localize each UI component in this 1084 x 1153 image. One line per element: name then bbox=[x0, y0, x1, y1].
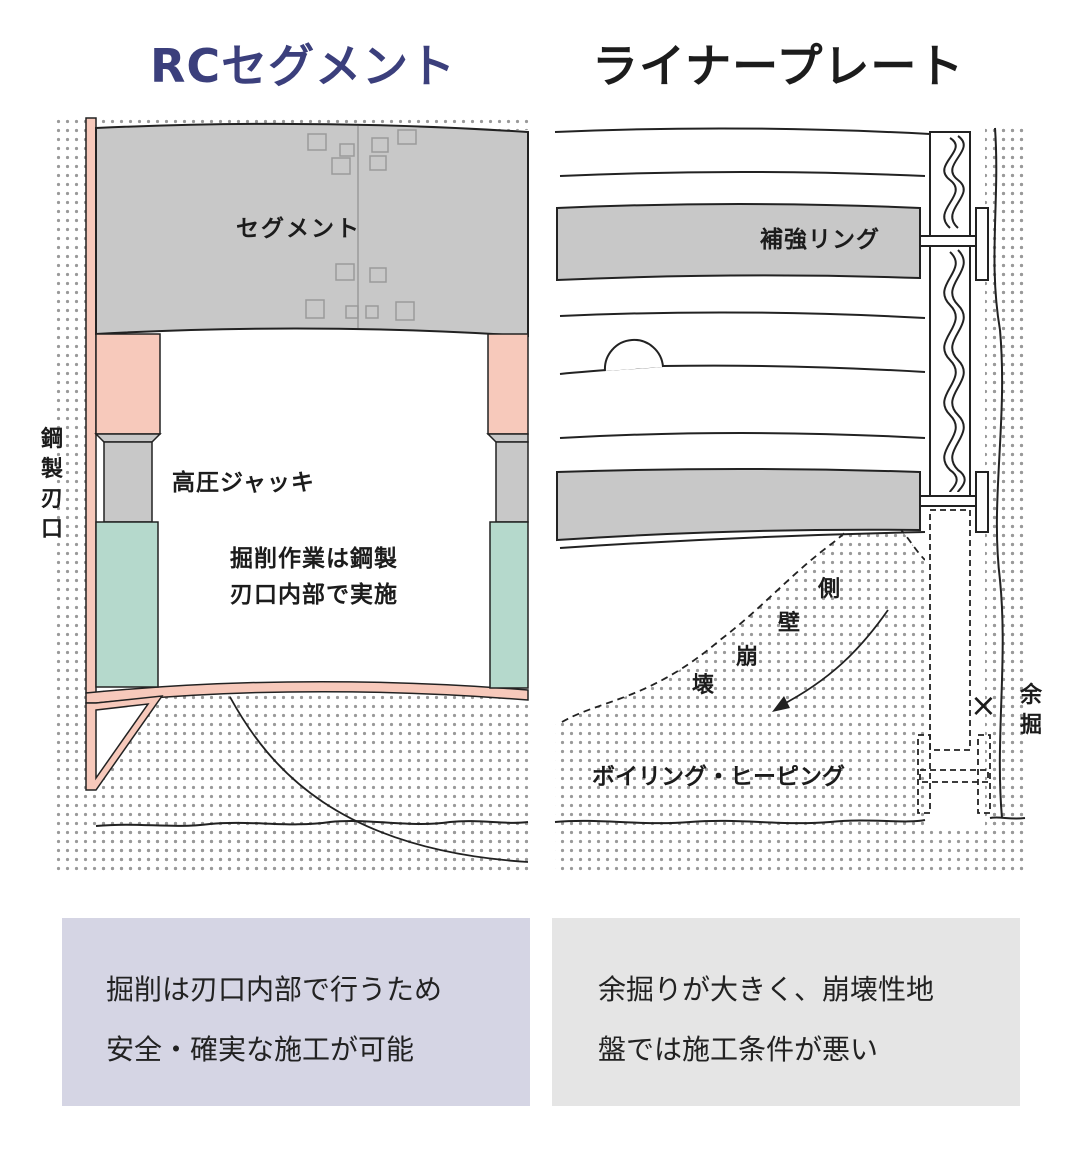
rc-segment-diagram: セグメント 鋼 製 刃 口 高圧ジャッキ 掘削作業は鋼製 刃口内部で実施 bbox=[40, 117, 533, 873]
label-excavation-line1: 掘削作業は鋼製 bbox=[230, 545, 398, 572]
liner-plate-diagram: 補強リング 側 壁 崩 壊 余 掘 × ボイリング・ヒーピング bbox=[554, 127, 1043, 873]
collapse-char: 壁 bbox=[778, 610, 800, 636]
caption-box-left: 掘削は刃口内部で行うため 安全・確実な施工が可能 bbox=[62, 918, 530, 1106]
label-over-excavation: 余 掘 bbox=[1019, 682, 1043, 738]
over-excavation-char: 余 bbox=[1019, 682, 1043, 708]
label-side-wall-collapse: 側 壁 崩 壊 bbox=[692, 577, 840, 698]
future-liner-plate bbox=[917, 509, 991, 814]
steel-edge-char: 鋼 bbox=[40, 426, 63, 452]
over-excavation-char: 掘 bbox=[1020, 713, 1042, 738]
title-liner-plate: ライナープレート bbox=[592, 39, 965, 93]
label-high-pressure-jack: 高圧ジャッキ bbox=[172, 469, 315, 496]
construction-diagram: セグメント 鋼 製 刃 口 高圧ジャッキ 掘削作業は鋼製 刃口内部で実施 bbox=[40, 117, 1043, 873]
reinforcing-ring-lower bbox=[556, 468, 921, 542]
label-segment: セグメント bbox=[236, 215, 361, 242]
steel-edge-char: 口 bbox=[41, 517, 63, 542]
liner-plate-rings bbox=[554, 127, 931, 549]
caption-left-line2: 安全・確実な施工が可能 bbox=[106, 1033, 415, 1066]
caption-right-line2: 盤では施工条件が悪い bbox=[598, 1033, 879, 1066]
label-boiling-heaving: ボイリング・ヒーピング bbox=[592, 763, 845, 790]
reinforcing-ring-upper bbox=[556, 203, 921, 282]
soil-boundary-right bbox=[993, 127, 1004, 819]
cross-mark-icon: × bbox=[970, 686, 997, 724]
high-pressure-jack-right bbox=[495, 441, 529, 523]
steel-edge-char: 刃 bbox=[41, 487, 63, 512]
collapsed-soil bbox=[555, 515, 925, 820]
caption-box-right: 余掘りが大きく、崩壊性地 盤では施工条件が悪い bbox=[552, 918, 1020, 1106]
caption-left-line1: 掘削は刃口内部で行うため bbox=[106, 973, 443, 1006]
excavation-arc bbox=[229, 696, 529, 863]
segment-joint-marks bbox=[305, 126, 417, 328]
label-steel-cutting-edge: 鋼 製 刃 口 bbox=[40, 426, 63, 542]
collapse-char: 崩 bbox=[736, 645, 758, 670]
steel-edge-char: 製 bbox=[40, 456, 63, 482]
ground-line-left bbox=[95, 820, 529, 827]
collapse-char: 壊 bbox=[692, 673, 715, 698]
label-excavation-line2: 刃口内部で実施 bbox=[230, 581, 398, 608]
collapse-char: 側 bbox=[817, 577, 840, 602]
caption-right-line1: 余掘りが大きく、崩壊性地 bbox=[598, 973, 935, 1006]
ground-line-right bbox=[554, 816, 1026, 825]
steel-cutting-edge bbox=[85, 117, 97, 694]
label-reinforcing-ring: 補強リング bbox=[759, 226, 880, 253]
title-rc-segment: RCセグメント bbox=[150, 39, 457, 93]
collapse-arrow bbox=[779, 609, 889, 707]
liner-plate-corrugation bbox=[929, 131, 971, 497]
high-pressure-jack-left bbox=[103, 441, 153, 523]
